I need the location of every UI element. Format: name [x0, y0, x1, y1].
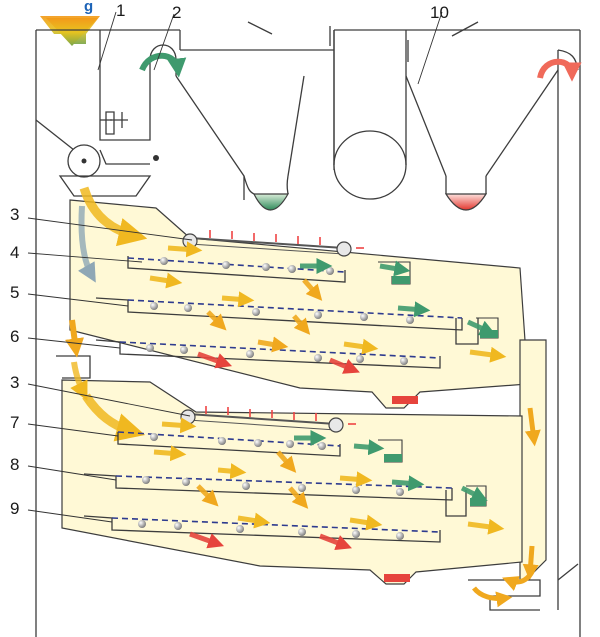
sieve-deck-9 [111, 517, 441, 533]
fraction-box-4 [392, 276, 410, 284]
fraction-box-8 [470, 498, 486, 506]
brush-conveyor-upper [189, 237, 345, 249]
bottom-discharge [468, 563, 579, 611]
feed-flow-arrow-lower [82, 393, 146, 442]
callout-labels: 1 2 10 3 4 5 6 3 7 8 9 [10, 1, 449, 518]
sieve-balls-7 [150, 433, 326, 450]
callout-5: 5 [10, 283, 19, 302]
conveyor-pulley-lower-right [328, 417, 344, 433]
sieve-deck-7 [117, 431, 341, 447]
callout-9: 9 [10, 499, 19, 518]
sieve-deck-5 [127, 299, 463, 319]
brush-conveyor-lower [187, 413, 337, 425]
airflow-arrow-left [139, 52, 187, 78]
callout-2: 2 [172, 3, 181, 22]
callout-6: 6 [10, 327, 19, 346]
sieve-deck-8 [115, 475, 453, 489]
fraction-box-7 [384, 454, 402, 462]
corner-label: g [84, 0, 93, 15]
callout-leaders [27, 11, 443, 523]
sieve-deck-4 [127, 257, 346, 273]
fraction-box-6 [392, 396, 418, 404]
light-fraction-collector-1 [253, 193, 290, 211]
conveyor-pulley-upper-right [336, 241, 352, 257]
flap-pivot [153, 155, 159, 161]
sieve-balls-5 [150, 302, 414, 324]
callout-1: 1 [116, 1, 125, 20]
sieve-balls-6 [146, 344, 408, 365]
feed-arrow-head [46, 18, 98, 46]
callout-8: 8 [10, 455, 19, 474]
central-drum [333, 130, 407, 200]
callout-3-upper: 3 [10, 205, 19, 224]
callout-4: 4 [10, 243, 19, 262]
sieve-balls-8 [142, 476, 404, 496]
callout-3-lower: 3 [10, 373, 19, 392]
callout-10: 10 [430, 3, 449, 22]
conveyor-pulley-lower-left [180, 409, 196, 425]
upper-sieve-box [69, 186, 529, 409]
chaff-flow-arrow-upper [77, 205, 96, 283]
callout-7: 7 [10, 413, 19, 432]
flow-arrows-lower [153, 417, 505, 551]
conveyor-pulley-upper-left [182, 233, 198, 249]
flow-arrows-upper [149, 241, 507, 374]
feed-flow-arrow-upper [79, 186, 148, 247]
aspiration-system [35, 30, 559, 211]
airflow-arrow-right [537, 58, 582, 82]
light-fraction-collector-2 [444, 193, 488, 211]
sieve-balls-9 [138, 520, 404, 540]
feed-roller-axle [81, 158, 87, 164]
fraction-box-9 [384, 574, 410, 582]
return-channel [519, 339, 547, 581]
lower-sieve-box [56, 319, 523, 585]
